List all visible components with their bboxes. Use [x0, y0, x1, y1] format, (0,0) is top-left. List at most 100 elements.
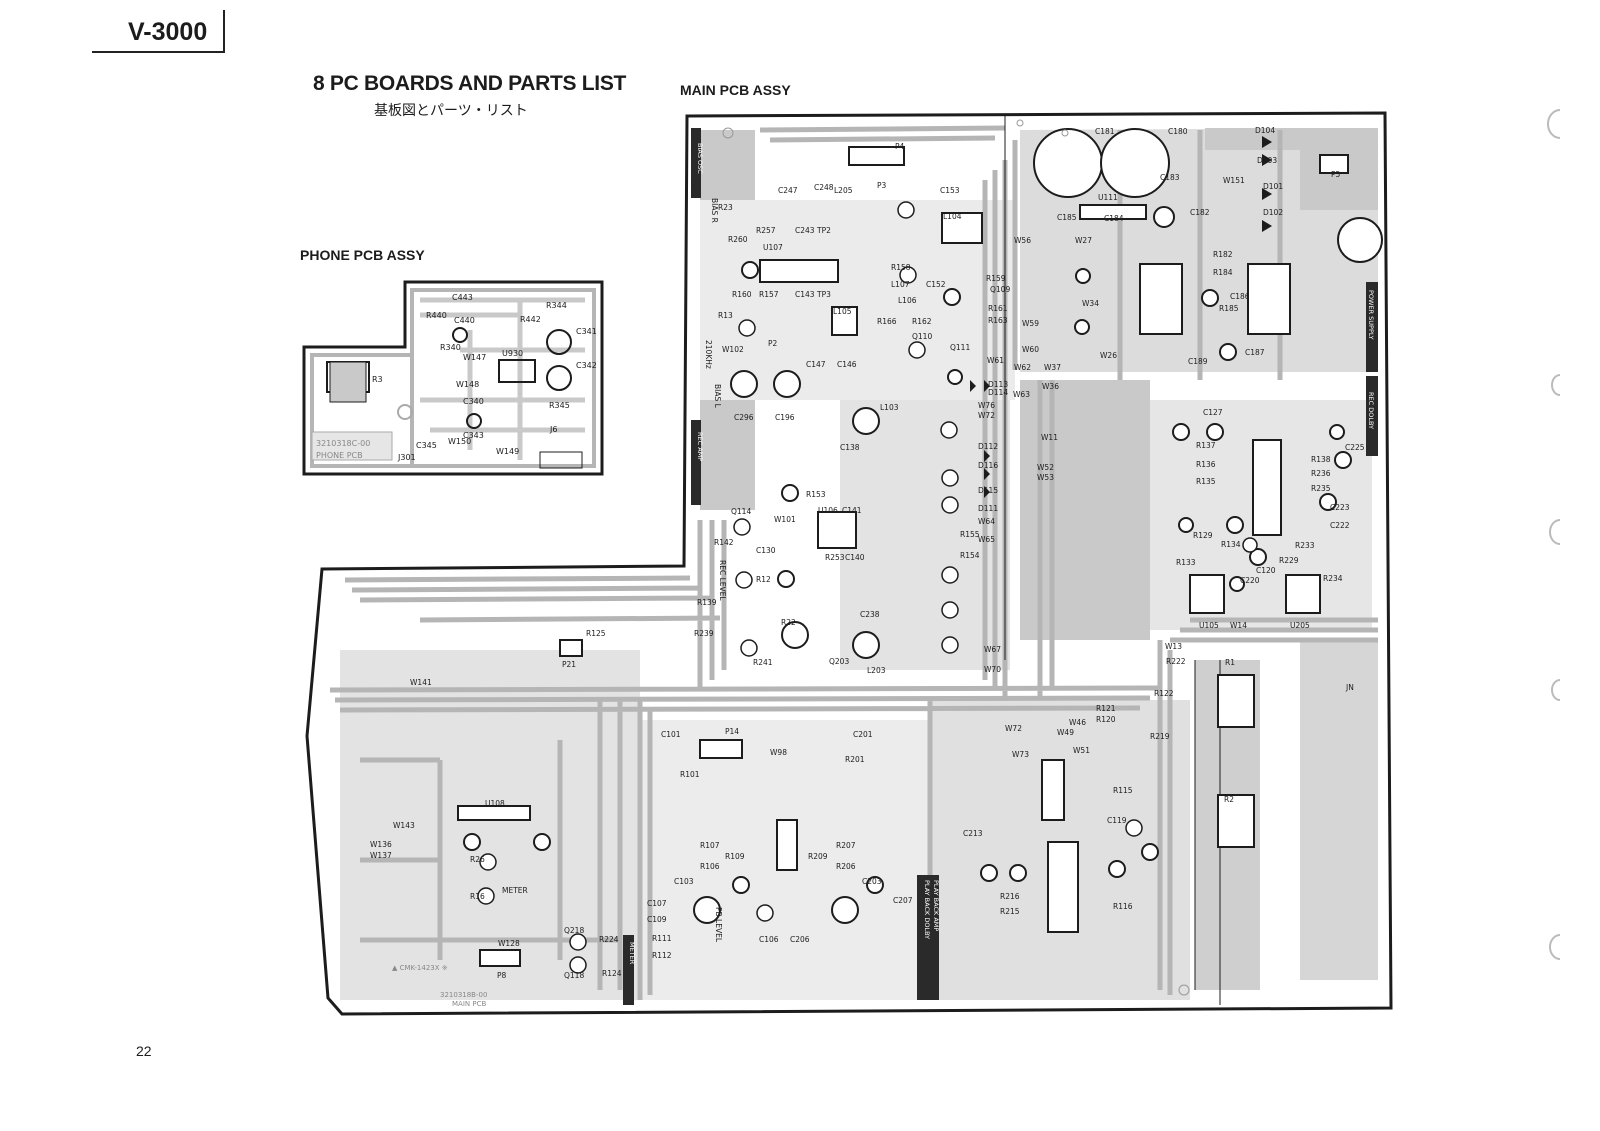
label: P2: [768, 339, 778, 348]
model-rule-vertical: [223, 10, 225, 53]
label: R106: [700, 862, 720, 871]
label: L103: [880, 403, 899, 412]
label: R12: [756, 575, 771, 584]
tab-meter: METER: [628, 942, 636, 965]
label: R216: [1000, 892, 1020, 901]
label: 3210318B-00: [440, 991, 487, 999]
label: R345: [549, 401, 570, 410]
label: R241: [753, 658, 773, 667]
label: R2: [1224, 795, 1234, 804]
label: R1: [1225, 658, 1235, 667]
label: C182: [1190, 208, 1210, 217]
label: C196: [775, 413, 795, 422]
label: C201: [853, 730, 873, 739]
section-tabs: [623, 128, 1378, 1005]
label: L203: [867, 666, 886, 675]
label: W72: [1005, 724, 1022, 733]
label: U205: [1290, 621, 1310, 630]
label: U111: [1098, 193, 1118, 202]
label: D103: [1257, 156, 1277, 165]
label: W151: [1223, 176, 1245, 185]
label: R142: [714, 538, 734, 547]
label: 210KHz: [704, 340, 713, 369]
label: R159: [986, 274, 1006, 283]
label: W56: [1014, 236, 1031, 245]
label: 3210318C-00: [316, 439, 370, 448]
label: D111: [978, 504, 998, 513]
label: W63: [1013, 390, 1030, 399]
label: R442: [520, 315, 541, 324]
label: U105: [1199, 621, 1219, 630]
label: D102: [1263, 208, 1283, 217]
label: C127: [1203, 408, 1223, 417]
label: C103: [674, 877, 694, 886]
label: C189: [1188, 357, 1208, 366]
label: R129: [1193, 531, 1213, 540]
label: C238: [860, 610, 880, 619]
label: C101: [661, 730, 681, 739]
label: R111: [652, 934, 672, 943]
label: Q218: [564, 926, 584, 935]
label: U106: [818, 506, 838, 515]
label: C440: [454, 316, 475, 325]
label: PB LEVEL: [714, 907, 723, 943]
label: C141: [842, 506, 862, 515]
label: W26: [1100, 351, 1117, 360]
label: R185: [1219, 304, 1239, 313]
label: R122: [1154, 689, 1174, 698]
label: C119: [1107, 816, 1127, 825]
label: J301: [397, 453, 416, 462]
label: W98: [770, 748, 787, 757]
label: MAIN PCB: [452, 1000, 486, 1008]
label: C184: [1104, 214, 1124, 223]
label: R124: [602, 969, 622, 978]
label: R115: [1113, 786, 1133, 795]
label: W61: [987, 356, 1004, 365]
label: L105: [833, 307, 852, 316]
label: W52: [1037, 463, 1054, 472]
label: R222: [1166, 657, 1186, 666]
label: R101: [680, 770, 700, 779]
label: W143: [393, 821, 415, 830]
label: D104: [1255, 126, 1275, 135]
label: R137: [1196, 441, 1216, 450]
label: C220: [1240, 576, 1260, 585]
label: W73: [1012, 750, 1029, 759]
section-subtitle-japanese: 基板図とパーツ・リスト: [374, 103, 528, 119]
label: R157: [759, 290, 779, 299]
label: W51: [1073, 746, 1090, 755]
label: Q111: [950, 343, 970, 352]
label: W34: [1082, 299, 1099, 308]
tab-play-back-dolby: PLAY BACK DOLBY: [923, 880, 931, 939]
label: D114: [988, 388, 1008, 397]
label: W150: [448, 437, 471, 446]
label: C343: [463, 431, 484, 440]
label: R239: [694, 629, 714, 638]
label: PHONE PCB: [316, 451, 363, 460]
label: W102: [722, 345, 744, 354]
label: R344: [546, 301, 567, 310]
label: C180: [1168, 127, 1188, 136]
label: W14: [1230, 621, 1247, 630]
label: TP2: [816, 226, 831, 235]
label: R257: [756, 226, 776, 235]
page-number: 22: [136, 1043, 152, 1059]
label: C340: [463, 397, 484, 406]
label: C130: [756, 546, 776, 555]
label: R166: [877, 317, 897, 326]
label: C140: [845, 553, 865, 562]
label: C146: [837, 360, 857, 369]
label: C345: [416, 441, 437, 450]
label: C223: [1330, 503, 1350, 512]
label: R109: [725, 852, 745, 861]
label: D112: [978, 442, 998, 451]
tab-rec-dolby: REC DOLBY: [1367, 392, 1375, 429]
label: P8: [497, 971, 507, 980]
label: C147: [806, 360, 826, 369]
label: C225: [1345, 443, 1365, 452]
label: W128: [498, 939, 520, 948]
label: W72: [978, 411, 995, 420]
label: R440: [426, 311, 447, 320]
label: C247: [778, 186, 798, 195]
